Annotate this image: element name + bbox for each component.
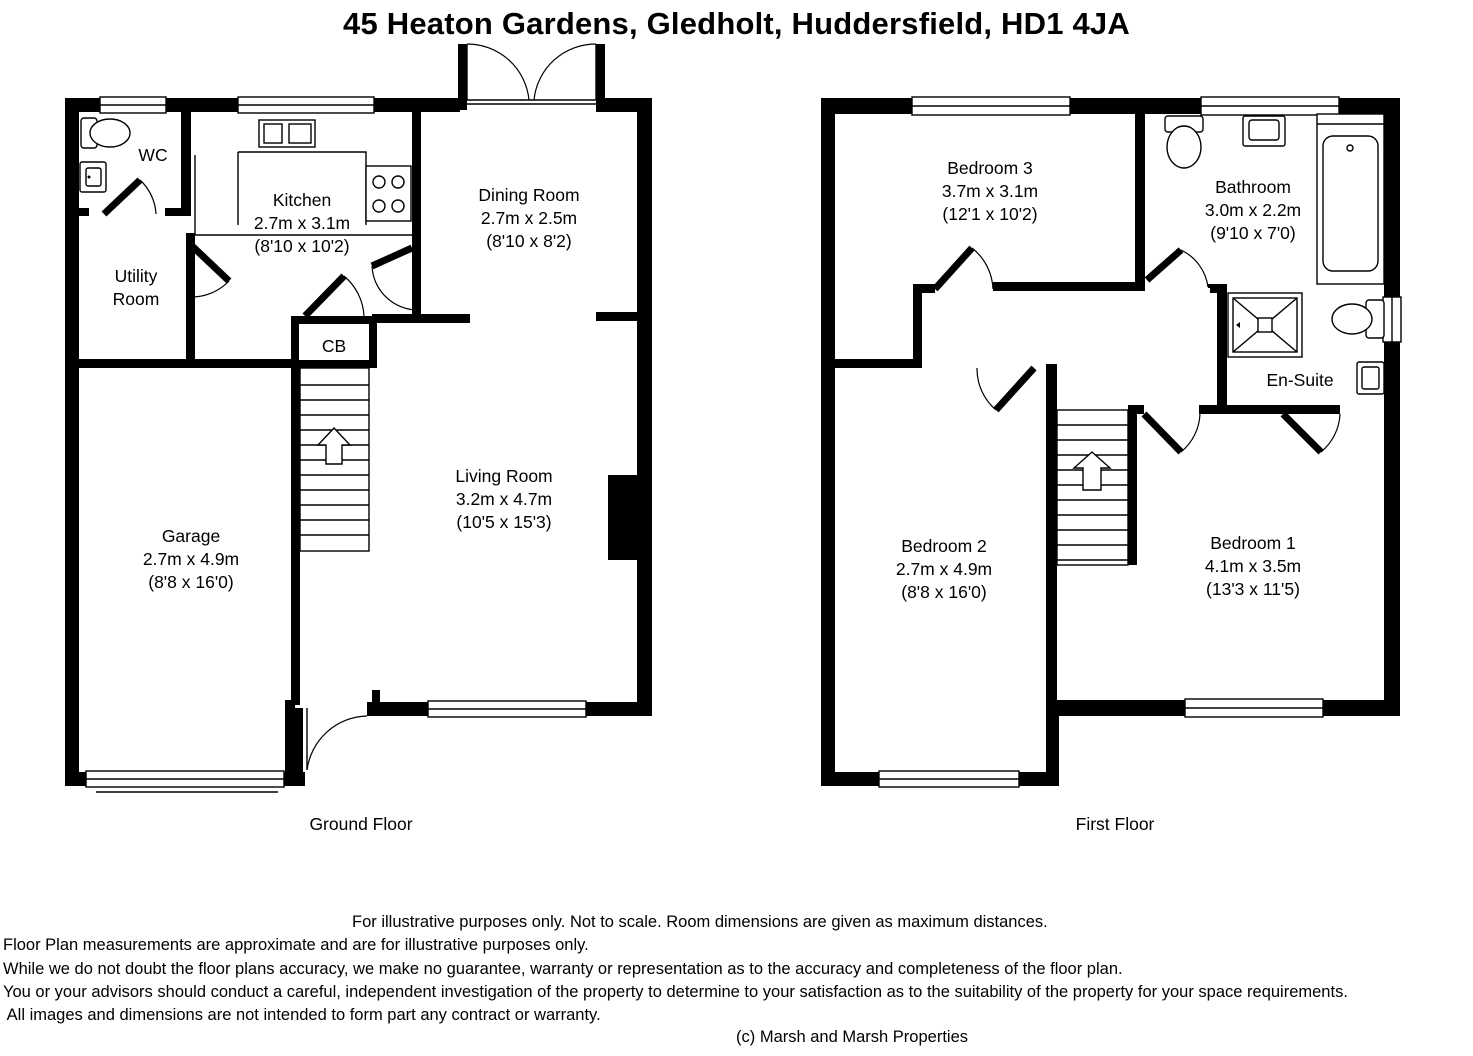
wall — [181, 112, 191, 216]
stairs-up-arrow — [316, 426, 352, 465]
room-dims-bedroom3-metric: 3.7m x 3.1m — [942, 181, 1038, 201]
disclaimer-line-4: You or your advisors should conduct a ca… — [3, 983, 1348, 1001]
chimney-breast — [608, 475, 638, 560]
room-dims-garage-metric: 2.7m x 4.9m — [143, 549, 239, 569]
wall — [291, 316, 376, 324]
wall — [79, 208, 89, 216]
wall — [1046, 700, 1059, 786]
wall — [165, 208, 191, 216]
room-dims-bedroom3-imperial: (12'1 x 10'2) — [942, 204, 1037, 224]
wall — [596, 312, 641, 321]
toilet-bowl — [1331, 303, 1373, 335]
room-dims-bedroom2-imperial: (8'8 x 16'0) — [901, 582, 986, 602]
hob — [365, 165, 412, 222]
toilet-bowl — [1166, 125, 1202, 169]
wall — [372, 690, 380, 710]
front-door-swing — [306, 715, 368, 771]
room-dims-bedroom1-metric: 4.1m x 3.5m — [1205, 556, 1301, 576]
room-dims-living-metric: 3.2m x 4.7m — [456, 489, 552, 509]
wall — [1384, 98, 1400, 716]
wall — [372, 314, 470, 323]
wall — [1128, 405, 1137, 565]
room-dims-bathroom-metric: 3.0m x 2.2m — [1205, 200, 1301, 220]
room-dims-garage-imperial: (8'8 x 16'0) — [148, 572, 233, 592]
wall — [186, 233, 195, 363]
disclaimer-line-5: All images and dimensions are not intend… — [3, 1006, 601, 1024]
wc-door — [101, 177, 143, 217]
wall — [637, 98, 652, 716]
wall — [821, 98, 835, 786]
room-label-dining: Dining Room — [478, 185, 579, 205]
room-label-ensuite: En-Suite — [1266, 370, 1333, 390]
room-label-living: Living Room — [455, 466, 552, 486]
wall — [1217, 284, 1227, 414]
bathroom-door — [1144, 247, 1184, 283]
room-dims-bedroom2-metric: 2.7m x 4.9m — [896, 559, 992, 579]
ensuite-basin — [1356, 361, 1385, 395]
disclaimer-line-3: While we do not doubt the floor plans ac… — [3, 960, 1123, 978]
bedroom2-door — [993, 365, 1037, 413]
room-dims-living-imperial: (10'5 x 15'3) — [456, 512, 551, 532]
disclaimer-line-1: For illustrative purposes only. Not to s… — [352, 913, 1048, 931]
utility-door — [188, 242, 232, 284]
wall — [596, 44, 605, 110]
room-label-cb: CB — [322, 336, 346, 356]
room-label-bedroom3: Bedroom 3 — [947, 158, 1033, 178]
floor-label-ground: Ground Floor — [309, 814, 412, 834]
kitchen-door — [370, 244, 414, 270]
wall — [291, 316, 299, 366]
wall — [1217, 405, 1340, 414]
room-label-garage: Garage — [162, 526, 220, 546]
wall — [458, 44, 467, 110]
room-dims-dining-imperial: (8'10 x 8'2) — [486, 231, 571, 251]
wall — [913, 284, 935, 293]
wall — [1046, 364, 1057, 704]
room-label-wc: WC — [138, 145, 167, 165]
floor-label-first: First Floor — [1076, 814, 1155, 834]
wall — [1135, 114, 1145, 284]
wall — [412, 112, 421, 314]
wall — [285, 700, 295, 786]
room-dims-bedroom1-imperial: (13'3 x 11'5) — [1206, 579, 1300, 599]
wall — [369, 316, 377, 366]
wall — [291, 360, 377, 368]
room-dims-bathroom-imperial: (9'10 x 7'0) — [1210, 223, 1295, 243]
room-dims-kitchen-imperial: (8'10 x 10'2) — [254, 236, 349, 256]
room-label-kitchen: Kitchen — [273, 190, 331, 210]
wall — [835, 359, 922, 368]
ground-floor-plan: WC Kitchen 2.7m x 3.1m (8'10 x 10'2) Din… — [65, 43, 652, 834]
bathroom-basin — [1242, 115, 1286, 147]
wc-basin — [79, 161, 107, 193]
room-label-bedroom1: Bedroom 1 — [1210, 533, 1296, 553]
disclaimer-line-2: Floor Plan measurements are approximate … — [3, 936, 589, 954]
copyright-notice: (c) Marsh and Marsh Properties — [736, 1028, 968, 1046]
first-floor-plan: Bedroom 3 3.7m x 3.1m (12'1 x 10'2) Bath… — [821, 96, 1402, 834]
room-label-bedroom2: Bedroom 2 — [901, 536, 987, 556]
wall — [291, 360, 300, 705]
wall — [993, 282, 1145, 291]
wall — [913, 284, 922, 364]
wall — [65, 98, 79, 786]
property-address-title: 45 Heaton Gardens, Gledholt, Huddersfiel… — [343, 6, 1130, 41]
bath — [1316, 113, 1385, 285]
bedroom3-door — [932, 245, 975, 292]
french-door-right-swing — [533, 43, 597, 101]
room-label-utility-line1: Utility — [115, 266, 158, 286]
wall — [295, 708, 303, 776]
cupboard-door — [302, 273, 347, 319]
wall — [1199, 405, 1227, 414]
french-door-left-swing — [466, 43, 530, 101]
ensuite-door — [1280, 411, 1324, 455]
toilet-bowl — [89, 118, 131, 148]
bedroom1-door — [1141, 411, 1184, 455]
room-dims-kitchen-metric: 2.7m x 3.1m — [254, 213, 350, 233]
stairs-up-arrow — [1072, 451, 1112, 491]
wall — [79, 359, 291, 368]
room-label-bathroom: Bathroom — [1215, 177, 1291, 197]
room-label-utility-line2: Room — [113, 289, 160, 309]
room-dims-dining-metric: 2.7m x 2.5m — [481, 208, 577, 228]
